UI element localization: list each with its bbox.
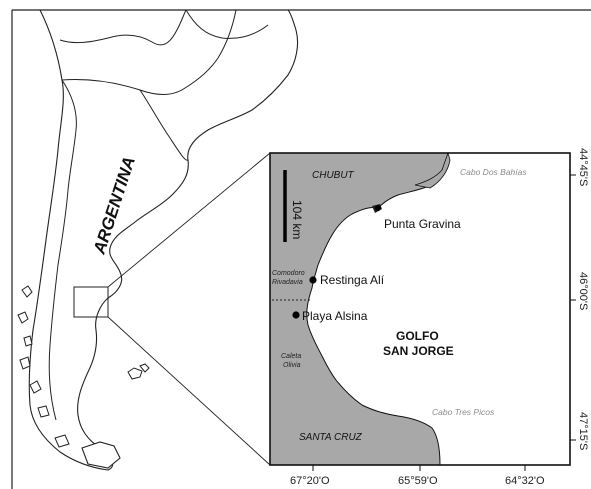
east-border — [139, 89, 189, 161]
label-caleta: Caleta — [281, 353, 301, 360]
label-comodoro: Comodoro — [272, 270, 305, 277]
scale-bar-label: 104 km — [290, 200, 304, 239]
province-santa-cruz: SANTA CRUZ — [299, 432, 363, 443]
site-marker-punta-gravina — [375, 205, 381, 211]
malvinas-islands — [127, 367, 143, 380]
lon-tick-label-2: 65°59'O — [398, 475, 438, 487]
label-olivia: Olivia — [283, 362, 301, 369]
site-label-playa-alsina: Playa Alsina — [302, 309, 368, 323]
dos-bahias-coast — [414, 151, 451, 189]
north-border — [61, 9, 237, 95]
locator-box — [73, 286, 109, 318]
lat-tick-label-3: 47°15'S — [577, 412, 589, 450]
lon-tick-label-1: 67°20'O — [290, 475, 330, 487]
province-chubut: CHUBUT — [312, 170, 355, 181]
country-label: ARGENTINA — [89, 154, 139, 257]
archipelago-7 — [54, 434, 70, 448]
connector-bottom — [107, 316, 271, 466]
northern-countries-line — [59, 9, 187, 46]
archipelago-5 — [29, 380, 42, 394]
archipelago-6 — [37, 405, 50, 418]
overview-map — [11, 9, 591, 489]
archipelago-1 — [21, 285, 33, 298]
site-label-restinga-ali: Restinga Alí — [320, 273, 385, 287]
archipelago-4 — [19, 356, 31, 370]
gulf-label-line2: SAN JORGE — [383, 344, 454, 358]
tierra-del-fuego — [81, 441, 121, 469]
lat-tick-label-2: 46°00'S — [577, 272, 589, 310]
inset-map: 104 km CHUBUT SANTA CRUZ GOLFO SAN JORGE… — [269, 148, 589, 487]
malvinas-islands-2 — [139, 363, 150, 373]
label-cabo-tres-picos: Cabo Tres Picos — [432, 407, 495, 417]
label-cabo-dos-bahias: Cabo Dos Bahías — [460, 167, 527, 177]
site-marker-playa-alsina — [292, 311, 300, 319]
argentina-outline — [28, 9, 299, 471]
lon-tick-label-3: 64°32'O — [505, 475, 545, 487]
label-rivadavia: Rivadavia — [272, 279, 303, 286]
archipelago-3 — [23, 335, 33, 347]
site-marker-restinga-ali — [309, 276, 317, 284]
gulf-label-line1: GOLFO — [396, 329, 439, 343]
chile-border — [48, 79, 77, 421]
lat-tick-label-1: 44°45'S — [577, 148, 589, 186]
inset-land — [269, 152, 449, 466]
paraguay-line — [185, 9, 269, 39]
site-label-punta-gravina: Punta Gravina — [384, 217, 461, 231]
archipelago-2 — [17, 311, 29, 324]
connector-top — [107, 152, 271, 288]
